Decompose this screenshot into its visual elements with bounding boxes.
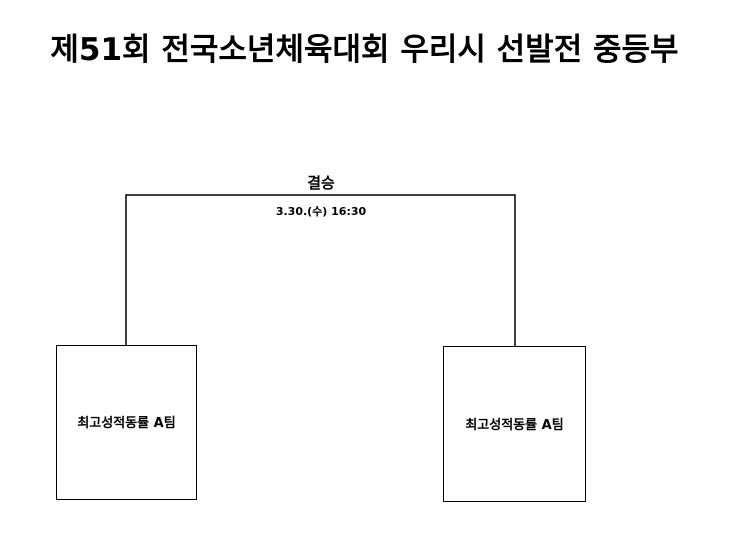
final-match-datetime: 3.30.(수) 16:30 (275, 205, 367, 218)
bracket-connector-right (321, 194, 516, 346)
page-title: 제51회 전국소년체육대회 우리시 선발전 중등부 (50, 32, 679, 68)
bracket-connector-left (125, 194, 321, 345)
team-name-left: 최고성적동률 A팀 (77, 416, 176, 431)
team-name-right: 최고성적동률 A팀 (465, 418, 564, 433)
team-box-left: 최고성적동률 A팀 (56, 345, 197, 500)
team-box-right: 최고성적동률 A팀 (443, 346, 586, 502)
final-match-label: 결승 (307, 174, 335, 192)
